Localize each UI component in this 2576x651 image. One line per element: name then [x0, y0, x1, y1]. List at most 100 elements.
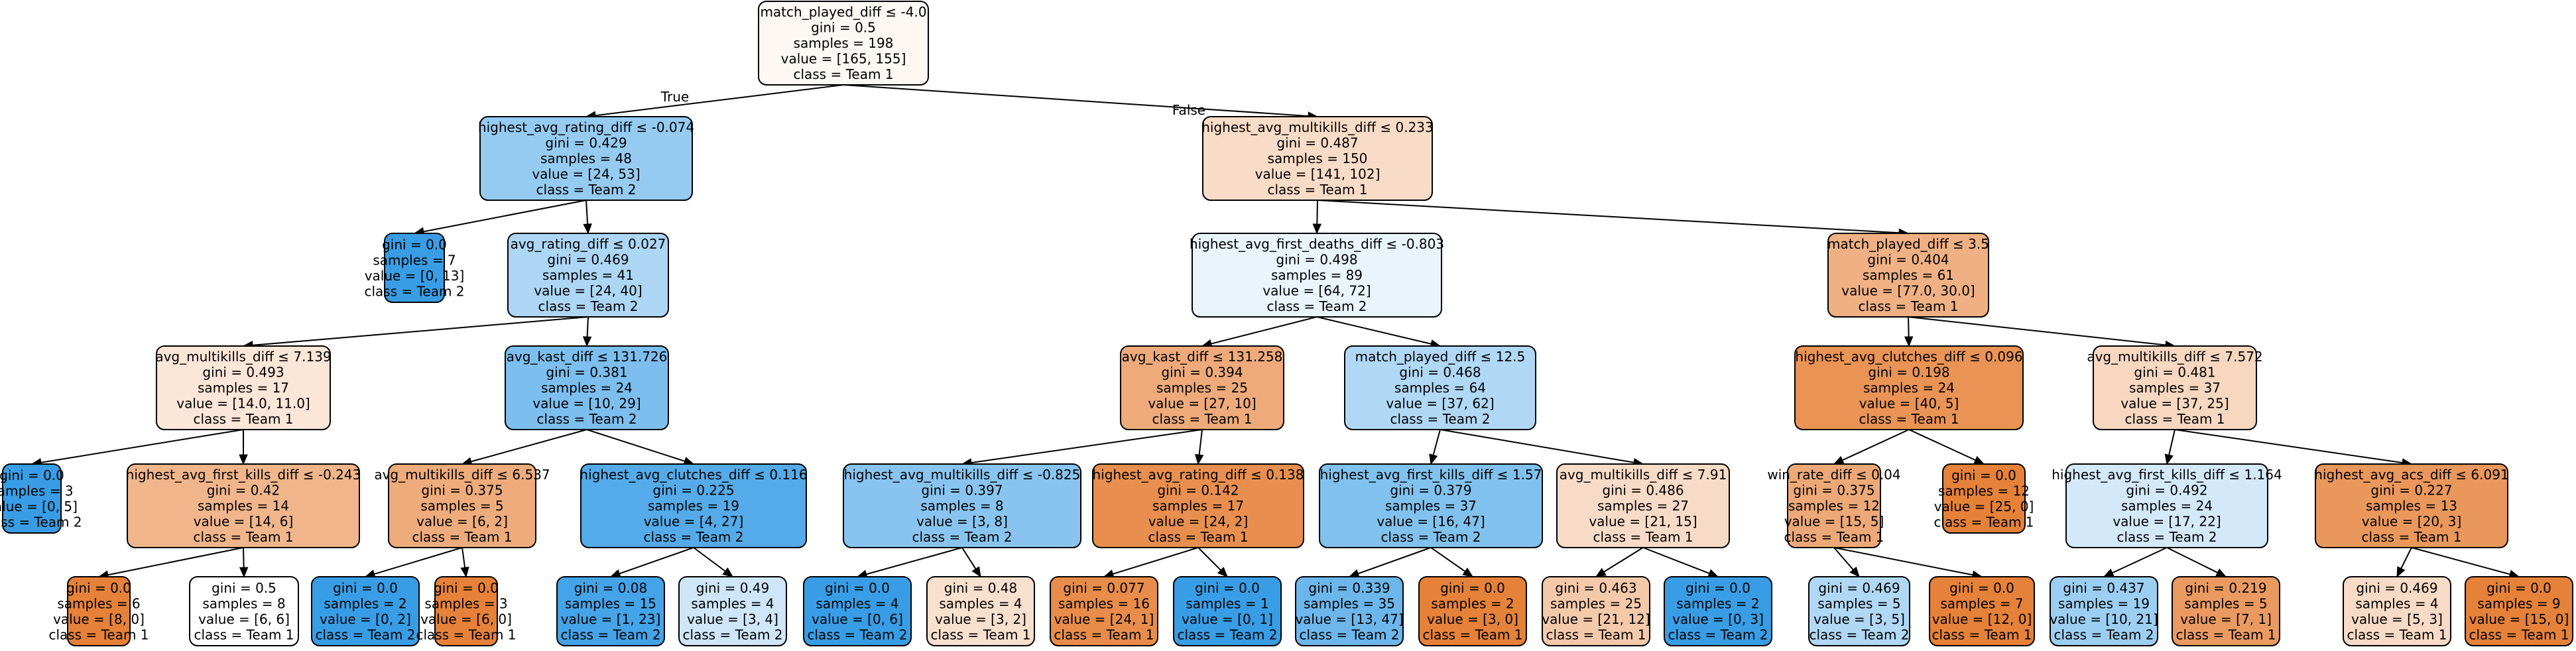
- edge-n1-n2: [413, 200, 587, 236]
- edge-n4-n5: [31, 429, 244, 467]
- node-line: value = [14, 6]: [194, 514, 294, 530]
- edge-n17-n25: [1316, 316, 1441, 349]
- node-line: samples = 64: [1394, 380, 1486, 396]
- node-line: value = [24, 53]: [532, 166, 640, 182]
- edge-line: [1908, 429, 1976, 461]
- edge-n39-n41: [2166, 547, 2227, 577]
- node-line: class = Team 1: [1054, 626, 1154, 642]
- edge-n19-n20: [856, 547, 963, 579]
- node-line: class = Team 1: [930, 626, 1030, 642]
- node-line: value = [6, 6]: [198, 611, 290, 627]
- edge-line: [423, 200, 587, 233]
- node-line: value = [10, 29]: [532, 396, 641, 412]
- edge-line: [1198, 429, 1203, 455]
- node-box: [1808, 576, 1910, 646]
- edge-n42-n44: [2411, 547, 2520, 579]
- node-line: value = [25, 0]: [1934, 499, 2034, 514]
- edge-line: [471, 429, 587, 463]
- edge-line: [961, 547, 977, 569]
- node-line: class = Team 2: [536, 182, 636, 198]
- node-line: gini = 0.381: [546, 365, 627, 381]
- arrowhead-icon: [1833, 455, 1845, 465]
- node-line: gini = 0.42: [207, 483, 280, 499]
- node-line: samples = 61: [1863, 267, 1954, 283]
- node-line: samples = 8: [920, 498, 1003, 514]
- node-line: highest_avg_rating_diff ≤ -0.074: [478, 119, 694, 135]
- node-line: value = [15, 0]: [2469, 611, 2569, 627]
- node-line: gini = 0.397: [921, 483, 1003, 499]
- node-line: samples = 3: [424, 595, 507, 611]
- node-line: samples = 15: [565, 595, 656, 611]
- edge-n26-n28: [1430, 547, 1474, 577]
- arrowhead-icon: [1904, 336, 1914, 347]
- node-line: class = Team 1: [2124, 411, 2225, 427]
- node-line: class = Team 1: [2361, 529, 2461, 545]
- node-line: class = Team 2: [0, 514, 82, 530]
- node-line: value = [8, 0]: [53, 611, 145, 627]
- node-box: [434, 576, 498, 646]
- edge-line: [1316, 316, 1432, 345]
- arrowhead-icon: [239, 567, 249, 578]
- node-box: [1942, 463, 2026, 534]
- edge-n34-n35: [1833, 547, 1860, 577]
- tree-node-n17: highest_avg_first_deaths_diff ≤ -0.803gi…: [1190, 233, 1444, 318]
- node-line: value = [40, 5]: [1859, 396, 1959, 412]
- edge-line: [2168, 429, 2176, 455]
- node-line: gini = 0.225: [652, 483, 734, 499]
- node-line: value = [165, 155]: [781, 51, 906, 67]
- edge-n3-n4: [242, 316, 589, 350]
- node-line: value = [3, 8]: [916, 514, 1008, 530]
- node-line: value = [37, 25]: [2120, 396, 2229, 412]
- node-box: [1344, 345, 1536, 430]
- node-line: gini = 0.498: [1276, 252, 1357, 268]
- edge-n3-n9: [582, 316, 592, 347]
- node-line: samples = 35: [1304, 595, 1395, 611]
- node-line: samples = 2: [1431, 595, 1514, 611]
- edge-line: [243, 547, 245, 568]
- node-line: gini = 0.077: [1063, 580, 1144, 596]
- edge-line: [1316, 200, 1318, 225]
- node-line: class = Team 2: [364, 283, 464, 299]
- node-line: samples = 25: [1156, 380, 1248, 396]
- edge-n4-n6: [239, 430, 248, 465]
- node-line: highest_avg_first_kills_diff ≤ 1.57: [1320, 467, 1542, 483]
- node-line: samples = 37: [1385, 498, 1477, 514]
- node-line: gini = 0.469: [1818, 580, 1900, 596]
- arrowhead-icon: [1217, 566, 1228, 577]
- node-box: [1092, 463, 1304, 548]
- node-line: value = [27, 10]: [1148, 396, 1256, 412]
- node-box: [2315, 463, 2508, 548]
- edge-n38-n42: [2174, 429, 2413, 467]
- node-line: value = [0, 3]: [1672, 611, 1764, 627]
- edge-line: [2400, 547, 2412, 569]
- edge-n38-n39: [2164, 429, 2176, 465]
- node-line: highest_avg_multikills_diff ≤ 0.233: [1201, 119, 1434, 135]
- node-line: samples = 48: [540, 150, 632, 166]
- node-line: samples = 198: [794, 35, 894, 51]
- node-box: [803, 576, 912, 646]
- node-line: class = Team 1: [1932, 626, 2032, 642]
- node-line: class = Team 2: [643, 529, 743, 545]
- node-line: highest_avg_first_kills_diff ≤ -0.243: [126, 467, 361, 483]
- node-line: gini = 0.0: [1195, 580, 1260, 596]
- node-line: samples = 5: [2184, 595, 2267, 611]
- node-line: samples = 19: [648, 498, 739, 514]
- node-line: gini = 0.0: [66, 580, 131, 596]
- node-line: class = Team 1: [1422, 626, 1522, 642]
- node-line: samples = 17: [1152, 498, 1244, 514]
- node-line: gini = 0.468: [1399, 365, 1481, 381]
- node-line: samples = 5: [1817, 595, 1900, 611]
- node-line: gini = 0.0: [1686, 580, 1750, 596]
- node-line: class = Team 1: [193, 411, 293, 427]
- node-line: gini = 0.0: [1440, 580, 1505, 596]
- edge-n42-n43: [2396, 547, 2412, 578]
- node-line: highest_avg_acs_diff ≤ 6.091: [2314, 467, 2508, 483]
